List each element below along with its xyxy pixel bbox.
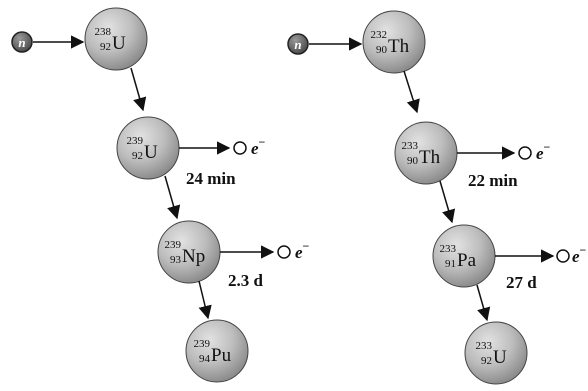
- nucleus-u238: 238 92 U: [84, 7, 148, 71]
- electron-label: e−: [251, 135, 266, 158]
- decay-arrow: [439, 180, 456, 224]
- electron-label: e−: [572, 243, 587, 266]
- nucleus-u239: 239 92 U: [116, 116, 180, 180]
- mass-number: 239: [127, 135, 144, 147]
- chain-right: n 232 90 Th 233 90 Th e− 22 min 233 91 P…: [287, 10, 587, 385]
- element-symbol: Pu: [211, 345, 232, 366]
- decay-arrow: [198, 280, 212, 320]
- element-symbol: Th: [419, 147, 441, 168]
- mass-number: 233: [440, 243, 457, 255]
- electron-icon: [277, 245, 291, 259]
- nucleus-pa233: 233 91 Pa: [432, 224, 496, 288]
- nucleus-pu239: 239 94 Pu: [185, 319, 249, 383]
- mass-number: 232: [371, 29, 388, 41]
- nucleus-th233: 233 90 Th: [394, 121, 458, 185]
- electron-label: e−: [295, 239, 310, 262]
- capture-arrow: [403, 70, 420, 114]
- electron-icon: [233, 141, 247, 155]
- atomic-number: 94: [199, 353, 211, 365]
- neutron-label: n: [294, 37, 301, 52]
- nucleus-sphere: [362, 10, 426, 74]
- chain-left: n 238 92 U 239 92 U e− 24 min 239 93 Np: [11, 7, 310, 383]
- element-symbol: U: [112, 33, 126, 54]
- nucleus-th232: 232 90 Th: [362, 10, 426, 74]
- capture-arrow: [130, 67, 147, 112]
- neutron-icon: [11, 31, 33, 53]
- decay-arrow: [476, 284, 491, 322]
- element-symbol: Th: [388, 36, 410, 57]
- atomic-number: 92: [100, 41, 111, 53]
- half-life-label: 24 min: [186, 169, 236, 188]
- half-life-label: 22 min: [468, 171, 518, 190]
- half-life-label: 27 d: [506, 273, 537, 292]
- electron-icon: [518, 146, 532, 160]
- half-life-label: 2.3 d: [228, 271, 264, 290]
- atomic-number: 90: [407, 155, 419, 167]
- atomic-number: 90: [376, 44, 388, 56]
- neutron-icon: [287, 33, 309, 55]
- mass-number: 239: [165, 239, 182, 251]
- nucleus-u233: 233 92 U: [464, 321, 528, 385]
- atomic-number: 91: [445, 258, 456, 270]
- element-symbol: Pa: [457, 250, 477, 271]
- atomic-number: 92: [132, 150, 143, 162]
- element-symbol: U: [493, 347, 507, 368]
- decay-arrow: [164, 175, 181, 220]
- nucleus-np239: 239 93 Np: [157, 220, 221, 284]
- neutron-left: n: [11, 31, 33, 53]
- atomic-number: 93: [170, 254, 182, 266]
- element-symbol: Np: [182, 246, 205, 267]
- electron-icon: [556, 249, 570, 263]
- mass-number: 233: [402, 140, 419, 152]
- nucleus-sphere: [185, 319, 249, 383]
- electron-label: e−: [536, 140, 551, 163]
- atomic-number: 92: [481, 355, 492, 367]
- neutron-label: n: [18, 35, 25, 50]
- mass-number: 239: [194, 338, 211, 350]
- nucleus-sphere: [84, 7, 148, 71]
- element-symbol: U: [144, 142, 158, 163]
- neutron-right: n: [287, 33, 309, 55]
- mass-number: 233: [476, 340, 493, 352]
- nucleus-sphere: [464, 321, 528, 385]
- mass-number: 238: [95, 26, 112, 38]
